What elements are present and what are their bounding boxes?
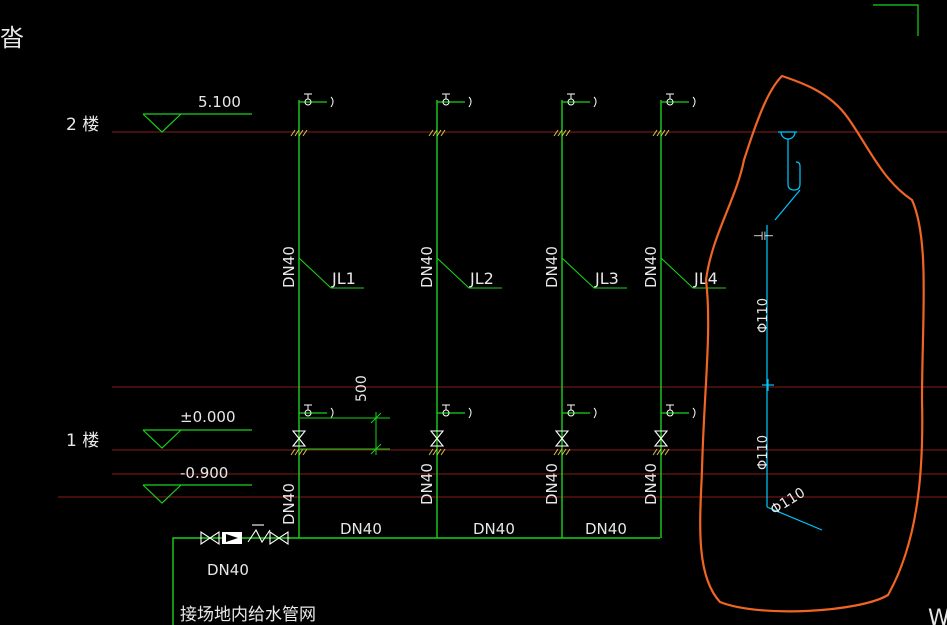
riser-tag: JL3	[594, 269, 619, 288]
gate-valve-icon	[429, 430, 445, 447]
elevation-marker-2f: 5.100	[142, 93, 252, 133]
dimension-500: 500	[300, 375, 390, 455]
elevation-value: 5.100	[198, 93, 241, 111]
gate-valve-icon	[653, 430, 669, 447]
riser-tag: JL1	[331, 269, 356, 288]
gate-valve-icon	[200, 530, 220, 546]
tag-leader	[660, 257, 726, 289]
faucet-icon	[437, 93, 472, 108]
floor-label-1: 1 楼	[66, 431, 99, 451]
main-pipe-size-2: DN40	[473, 520, 515, 538]
tag-leader	[298, 257, 364, 289]
riser-size: DN40	[642, 246, 660, 288]
riser-size: DN40	[418, 246, 436, 288]
gate-valve-icon	[554, 430, 570, 447]
riser-size: DN40	[543, 246, 561, 288]
sleeve-hatch	[428, 129, 446, 456]
elevation-value: ±0.000	[180, 408, 236, 426]
faucet-icon	[562, 404, 597, 419]
corner-glyph: 沓	[0, 24, 24, 52]
riser-lower-size: DN40	[280, 483, 298, 525]
drain-size-label: Φ110	[756, 435, 771, 470]
floor-lines	[58, 131, 947, 498]
elevation-value: -0.900	[180, 464, 228, 482]
floor-label-2: 2 楼	[66, 115, 99, 135]
main-pipe-size-1: DN40	[340, 520, 382, 538]
riser-lower-size: DN40	[543, 463, 561, 505]
highlight-outline	[699, 74, 925, 613]
elevation-marker-1f: ±0.000	[142, 408, 252, 449]
dimension-value: 500	[354, 375, 370, 402]
inlet-assembly: DN40 接场地内给水管网	[172, 524, 316, 625]
drain-size-label: Φ110	[756, 298, 771, 333]
tag-leader	[436, 257, 502, 289]
gate-valve-icon	[269, 530, 289, 546]
drain-detail: ⊣⊢ Φ110 Φ110 Φ110	[753, 131, 823, 531]
riser-lower-size: DN40	[642, 463, 660, 505]
trap-icon	[787, 150, 801, 191]
sleeve-hatch	[290, 129, 308, 456]
drain-size-label: Φ110	[768, 485, 808, 519]
water-meter-icon	[222, 532, 242, 544]
riser-size: DN40	[280, 246, 298, 288]
frame-corner	[873, 4, 919, 36]
faucet-icon	[437, 404, 472, 419]
floor-drain-icon	[780, 131, 796, 140]
sleeve-hatch	[553, 129, 571, 456]
faucet-icon	[661, 404, 696, 419]
faucet-icon	[299, 404, 334, 419]
riser-tag: JL2	[469, 269, 494, 288]
tag-leader	[561, 257, 627, 289]
pipe-symbol: ⊣⊢	[753, 229, 774, 243]
main-pipe-size-3: DN40	[585, 520, 627, 538]
elevation-marker-basement: -0.900	[142, 464, 252, 504]
faucet-icon	[562, 93, 597, 108]
faucet-icon	[299, 93, 334, 108]
riser-lower-size: DN40	[418, 463, 436, 505]
faucet-icon	[661, 93, 696, 108]
inlet-note: 接场地内给水管网	[180, 605, 316, 625]
edge-glyph: W	[928, 606, 947, 625]
inlet-size: DN40	[207, 561, 249, 579]
sleeve-hatch	[652, 129, 670, 456]
gate-valve-icon	[291, 430, 307, 447]
check-valve-icon	[247, 524, 271, 544]
